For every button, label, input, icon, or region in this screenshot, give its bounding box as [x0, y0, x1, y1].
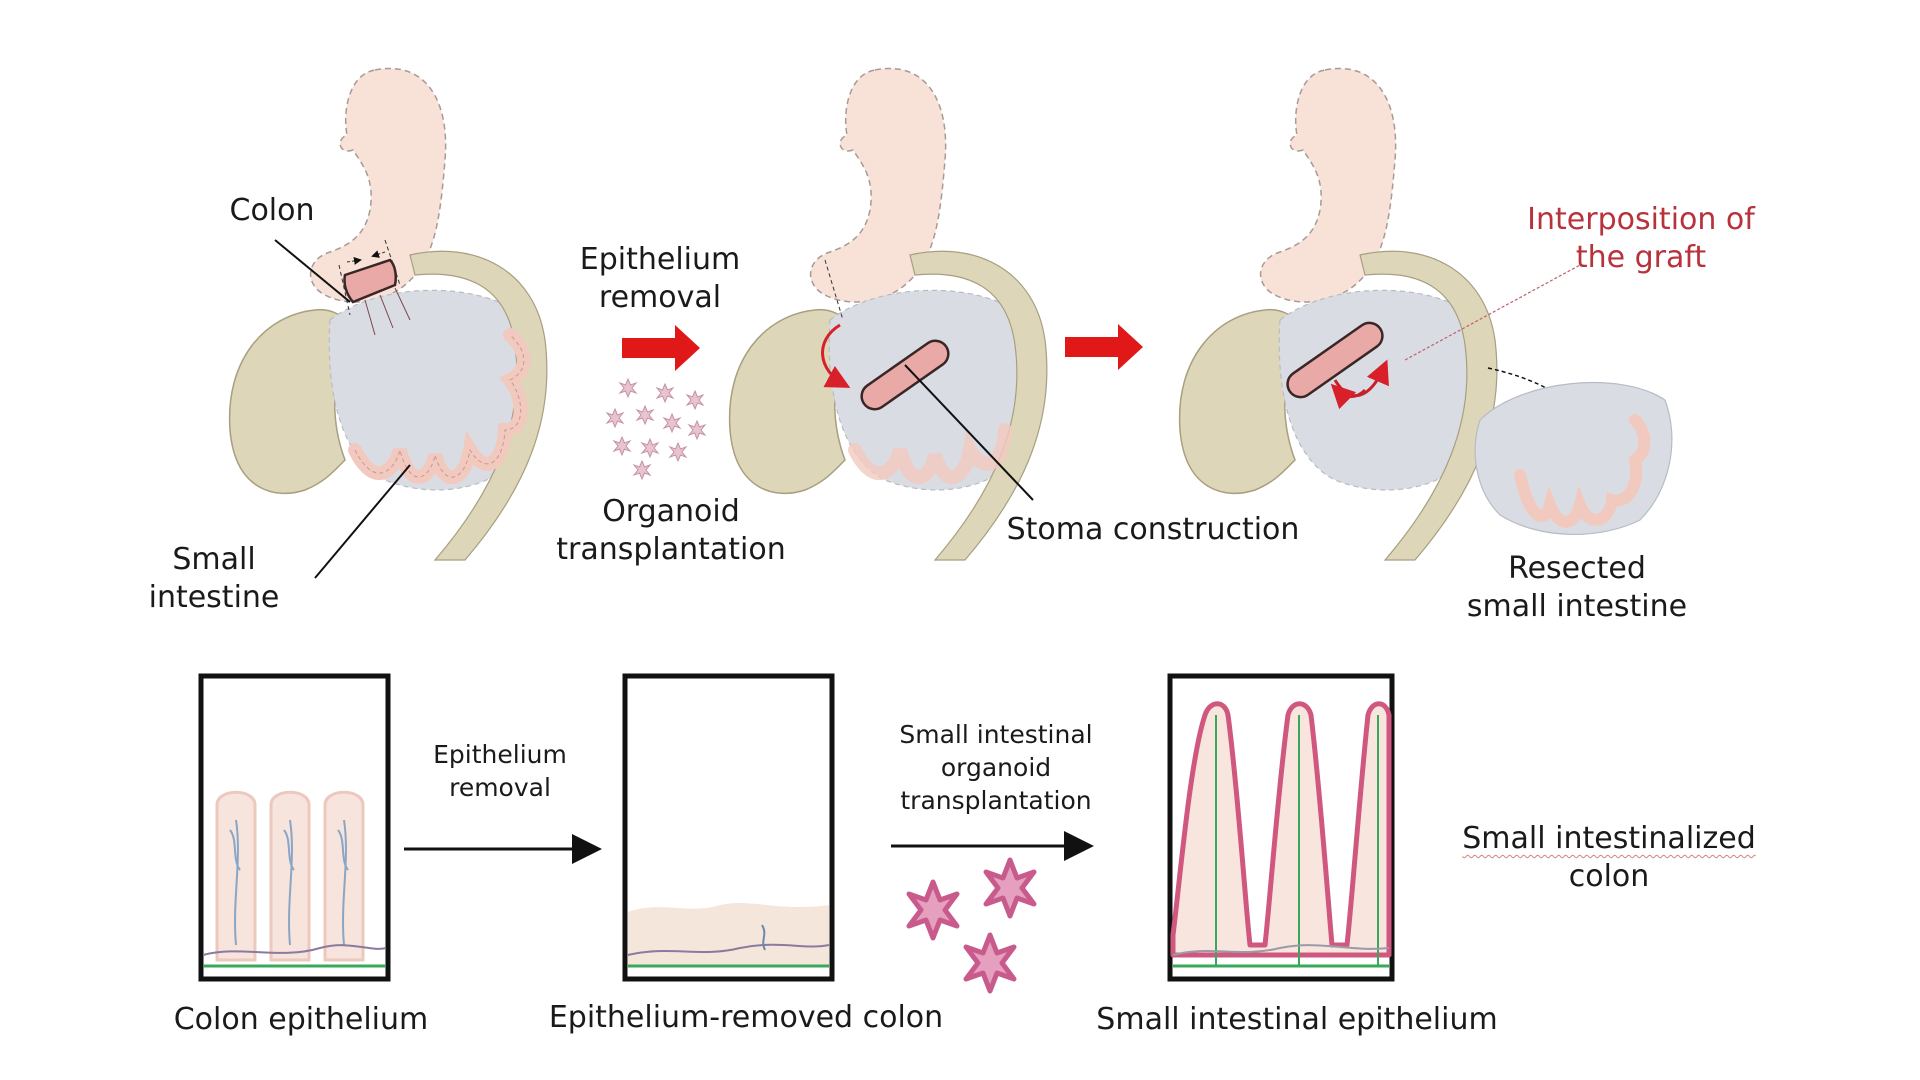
label-arrow2-line3: transplantation	[900, 786, 1092, 815]
label-small-intestinalized-colon: Small intestinalized colon	[1462, 820, 1755, 896]
red-arrow-step2	[1065, 324, 1143, 370]
label-organoid-line2: transplantation	[556, 532, 786, 567]
label-result-line2: colon	[1568, 859, 1650, 894]
graft-pointer-line	[1404, 264, 1581, 361]
label-result-line1: Small intestinalized	[1462, 821, 1756, 856]
small-intestine-pointer-line	[314, 464, 411, 579]
stoma-graft	[860, 339, 950, 411]
label-epithelium-line2: removal	[598, 280, 722, 315]
box-epithelium-removed-colon	[622, 673, 835, 982]
label-small-intestine-line2: intestine	[148, 580, 280, 615]
interposed-graft	[1286, 321, 1384, 399]
resected-small-intestine	[1474, 381, 1673, 536]
label-resected-line1: Resected	[1508, 551, 1646, 586]
label-arrow1-line2: removal	[449, 773, 551, 802]
label-small-intestine-line1: Small	[172, 542, 256, 577]
label-colon: Colon	[229, 193, 315, 228]
colon-pointer-line	[274, 239, 351, 303]
panel1-anatomy	[228, 67, 548, 561]
label-arrow2-line1: Small intestinal	[899, 720, 1093, 749]
box-small-intestinal-epithelium	[1167, 673, 1395, 982]
label-graft-line2: the graft	[1575, 240, 1707, 275]
box-colon-epithelium	[198, 673, 391, 982]
panel3-anatomy	[1178, 67, 1498, 561]
label-resected-line2: small intestine	[1466, 589, 1688, 624]
label-organoid-line1: Organoid	[602, 494, 740, 529]
label-epithelium-removal-bottom: Epithelium removal	[433, 738, 567, 804]
resected-arrow	[1487, 367, 1568, 402]
label-arrow2-line2: organoid	[940, 753, 1052, 782]
label-epithelium-line1: Epithelium	[579, 242, 741, 277]
organoid-cluster	[606, 378, 706, 480]
label-interposition-of-graft: Interposition of the graft	[1527, 201, 1755, 277]
label-graft-line1: Interposition of	[1527, 202, 1755, 237]
caption-epithelium-removed-colon: Epithelium-removed colon	[548, 1000, 944, 1035]
caption-small-intestinal-epithelium: Small intestinal epithelium	[1096, 1002, 1498, 1037]
organoid-large-group	[909, 860, 1034, 991]
panel2-anatomy	[728, 67, 1048, 561]
label-small-intestine: Small intestine	[149, 541, 280, 617]
caption-colon-epithelium: Colon epithelium	[173, 1002, 429, 1037]
label-arrow1-line1: Epithelium	[433, 740, 567, 769]
red-arrow-step1	[622, 325, 700, 371]
label-organoid-transplantation-bottom: Small intestinal organoid transplantatio…	[899, 718, 1092, 817]
label-organoid-transplantation-top: Organoid transplantation	[556, 493, 786, 569]
label-epithelium-removal-top: Epithelium removal	[580, 241, 740, 317]
label-resected-small-intestine: Resected small intestine	[1467, 550, 1687, 626]
stoma-pointer-line	[904, 364, 1034, 501]
label-stoma-construction: Stoma construction	[1006, 512, 1300, 547]
